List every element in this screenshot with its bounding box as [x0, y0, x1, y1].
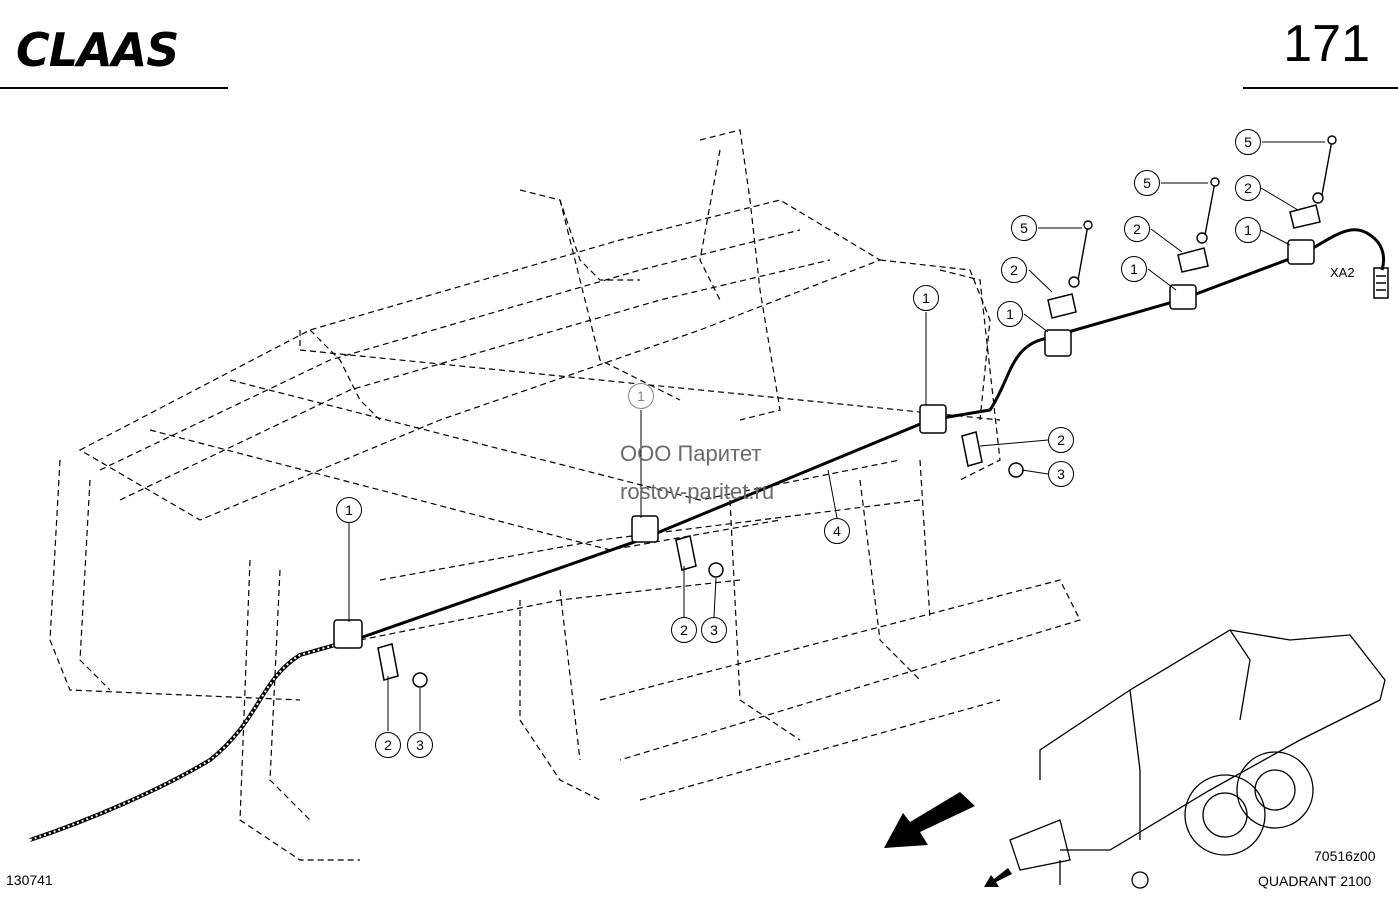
figure-code: 70516z00	[1314, 848, 1376, 864]
direction-arrow-small	[984, 868, 1012, 887]
callout-11: 1	[628, 383, 654, 409]
callout-18: 2	[375, 732, 401, 758]
callout-7: 1	[997, 301, 1023, 327]
callout-1: 5	[1011, 215, 1037, 241]
drawing-number: 130741	[6, 872, 53, 888]
page-number: 171	[1283, 15, 1370, 73]
leader-lines	[348, 141, 1325, 731]
brand-text: CLAAS	[16, 23, 178, 77]
callout-17: 3	[701, 617, 727, 643]
parts-diagram: XA2	[29, 129, 1389, 889]
header-rule-right	[1243, 87, 1398, 89]
callout-2: 5	[1134, 170, 1160, 196]
connector-xa2	[1373, 267, 1389, 299]
callout-15: 4	[824, 518, 850, 544]
watermark-company: ООО Паритет	[620, 441, 762, 466]
callout-16: 2	[671, 617, 697, 643]
callout-10: 1	[913, 285, 939, 311]
callout-13: 2	[1048, 427, 1074, 453]
direction-arrow-large	[884, 792, 975, 848]
baler-overview	[1009, 629, 1386, 889]
callout-3: 5	[1235, 129, 1261, 155]
connector-label: XA2	[1330, 265, 1355, 280]
clamp-blocks	[333, 204, 1321, 688]
claas-logo: CLAAS	[16, 23, 179, 77]
header-rule-left	[0, 87, 228, 89]
callout-14: 3	[1048, 461, 1074, 487]
watermark-url: rostov-paritet.ru	[620, 479, 775, 504]
wiring-harness	[29, 228, 1385, 842]
callout-6: 2	[1235, 175, 1261, 201]
callout-4: 2	[1001, 257, 1027, 283]
callout-5: 2	[1124, 216, 1150, 242]
bolts	[1068, 135, 1337, 288]
callout-9: 1	[1235, 217, 1261, 243]
model-name: QUADRANT 2100	[1258, 873, 1372, 889]
callout-8: 1	[1121, 256, 1147, 282]
callout-12: 1	[336, 497, 362, 523]
callout-19: 3	[407, 732, 433, 758]
frame-outline	[49, 129, 1081, 861]
